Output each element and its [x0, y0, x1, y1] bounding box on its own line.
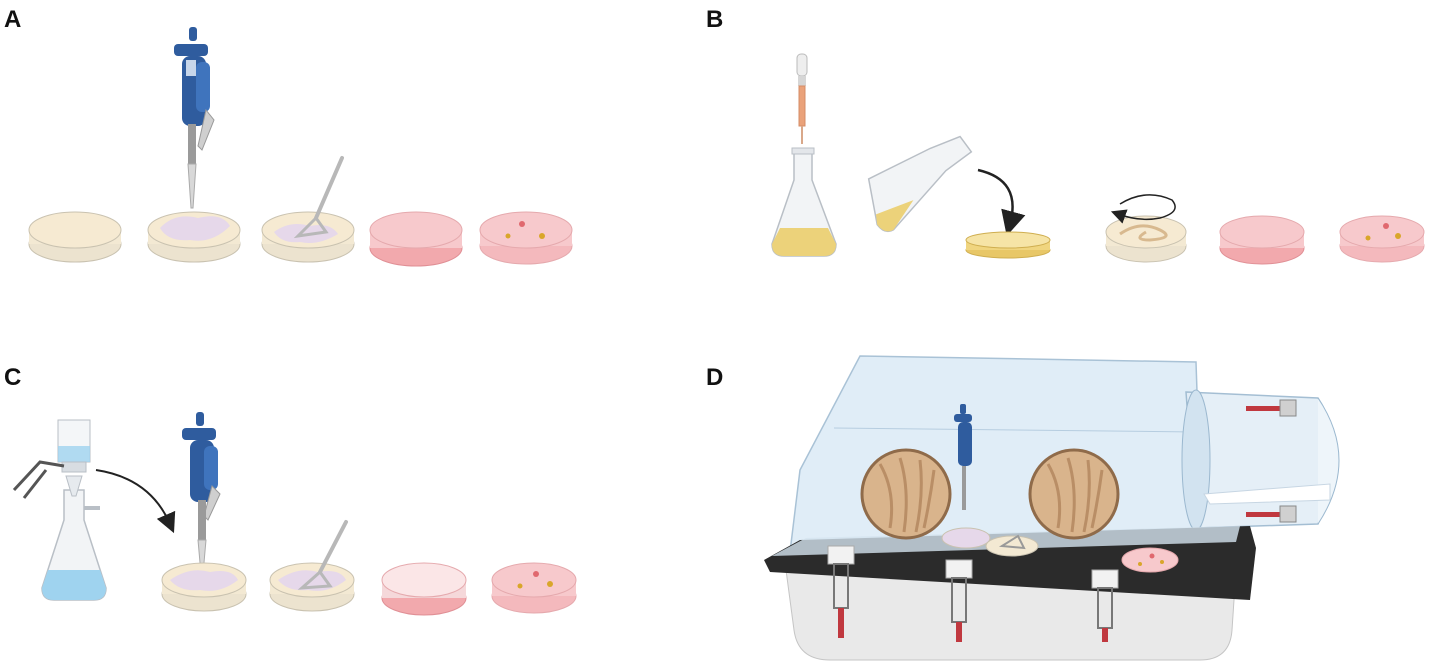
pour-arrow-icon	[977, 168, 1026, 237]
petri-dish-icon	[1121, 547, 1179, 573]
panel-c	[12, 412, 577, 616]
anaerobic-chamber-icon	[764, 355, 1340, 661]
latch-icon	[827, 545, 855, 638]
petri-dish-icon	[965, 231, 1051, 259]
panel-label-a: A	[4, 6, 22, 33]
petri-dish-icon	[491, 562, 577, 614]
latch-icon	[945, 559, 973, 642]
glove-port-icon	[860, 448, 952, 540]
micropipette-icon	[954, 404, 972, 510]
petri-dish-icon	[161, 562, 247, 612]
cell-spreader-icon	[297, 520, 348, 590]
panel-a	[28, 27, 573, 267]
swirl-arrow-icon	[1110, 194, 1176, 224]
petri-dish-icon	[1219, 215, 1305, 265]
petri-dish-icon	[147, 211, 241, 263]
erlenmeyer-flask-icon	[771, 147, 837, 257]
transfer-arrow-icon	[95, 469, 176, 534]
panel-b	[771, 53, 1425, 265]
petri-dish-icon	[1105, 215, 1187, 263]
vacuum-filtration-icon	[12, 419, 107, 601]
glove-port-icon	[1028, 448, 1120, 540]
petri-dish-icon	[369, 211, 463, 267]
petri-dish-icon	[479, 211, 573, 265]
petri-dish-icon	[261, 211, 355, 263]
petri-dish-icon	[28, 211, 122, 263]
latch-icon	[1091, 569, 1119, 642]
petri-dish-icon	[381, 562, 467, 616]
petri-dish-icon	[941, 527, 991, 549]
cell-spreader-icon	[293, 156, 344, 239]
panel-label-c: C	[4, 364, 22, 391]
petri-dish-icon	[1339, 215, 1425, 263]
micropipette-icon	[182, 412, 221, 575]
panel-label-b: B	[706, 6, 724, 33]
panel-label-d: D	[706, 364, 724, 391]
erlenmeyer-flask-icon	[867, 135, 973, 233]
pasteur-pipette-icon	[796, 53, 808, 144]
micropipette-icon	[174, 27, 215, 209]
